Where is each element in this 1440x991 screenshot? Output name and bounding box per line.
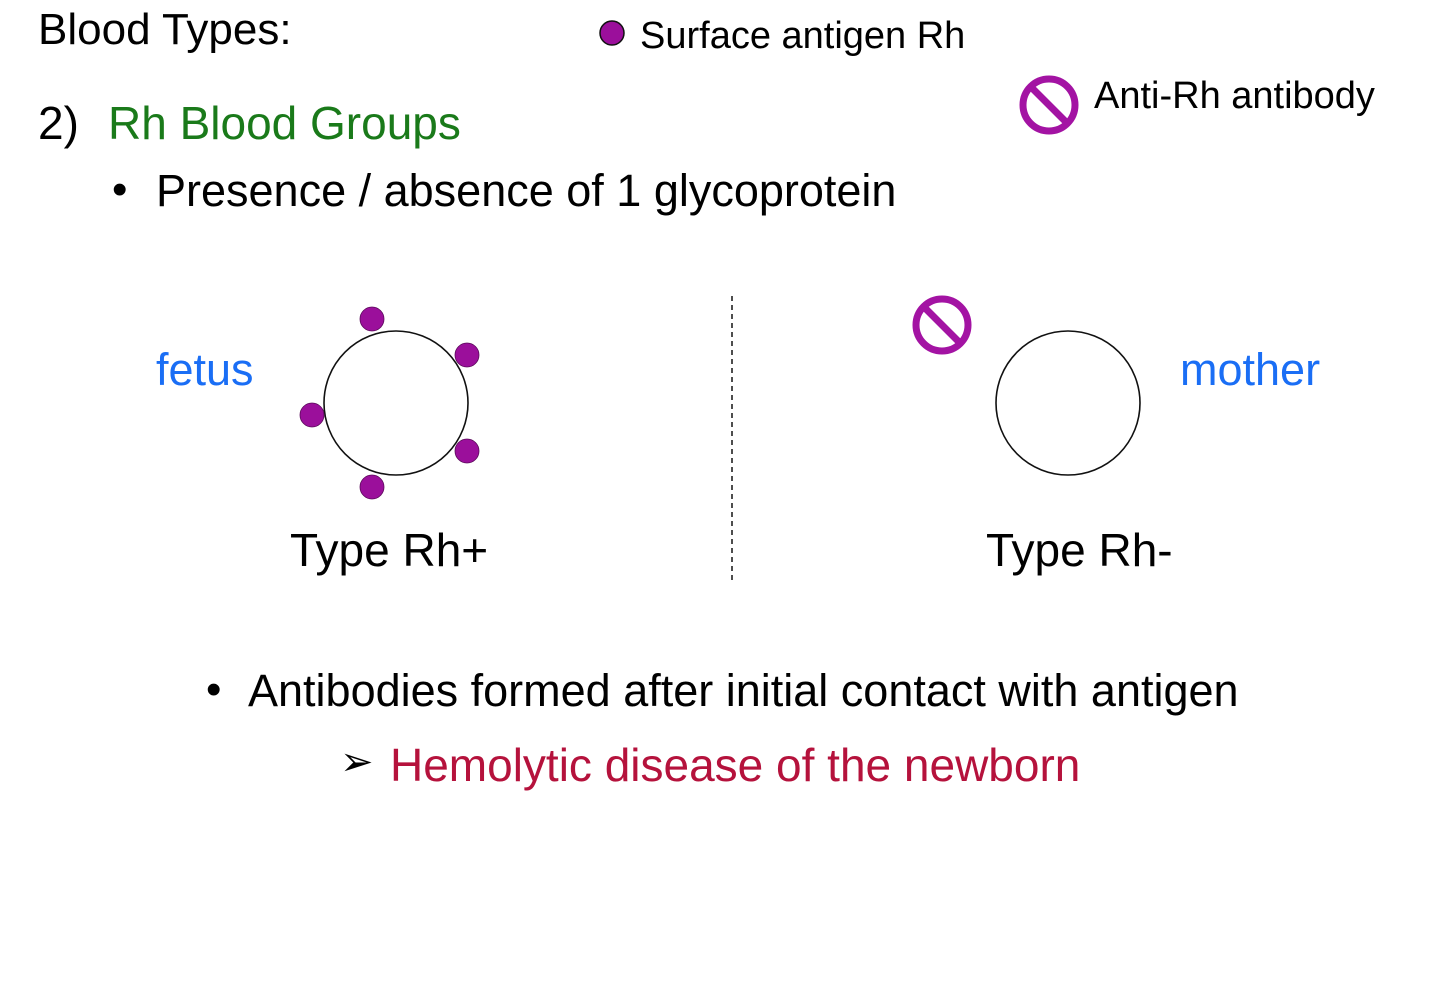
bullet-antibodies: Antibodies formed after initial contact … bbox=[248, 665, 1239, 716]
surface-antigen-icon bbox=[359, 306, 385, 332]
arrowhead-bullet-icon: ➢ bbox=[340, 740, 374, 784]
rh-positive-cell-membrane bbox=[323, 330, 469, 476]
bullet-dot: • bbox=[206, 665, 222, 714]
surface-antigen-icon bbox=[359, 474, 385, 500]
rh-negative-cell bbox=[995, 330, 1141, 476]
fetus-label: fetus bbox=[156, 344, 254, 395]
antigen-dot-icon bbox=[599, 20, 625, 46]
surface-antigen-icon bbox=[454, 438, 480, 464]
section-number: 2) bbox=[38, 97, 79, 149]
slide-title: Blood Types: bbox=[38, 5, 292, 54]
rh-negative-caption: Type Rh- bbox=[986, 524, 1173, 576]
prohibition-ring bbox=[1019, 75, 1079, 135]
bullet-dot: • bbox=[112, 165, 128, 214]
prohibition-slash bbox=[1028, 84, 1070, 126]
rh-positive-caption: Type Rh+ bbox=[290, 524, 489, 576]
rh-negative-cell-membrane bbox=[995, 330, 1141, 476]
anti-rh-antibody-icon bbox=[912, 295, 972, 355]
prohibition-ring bbox=[912, 295, 972, 355]
antigen-legend-label: Surface antigen Rh bbox=[640, 15, 966, 57]
sub-bullet-hemolytic-disease: Hemolytic disease of the newborn bbox=[390, 739, 1081, 791]
antigen-legend-icon bbox=[599, 20, 625, 46]
surface-antigen-icon bbox=[454, 342, 480, 368]
mother-label: mother bbox=[1180, 344, 1321, 395]
antibody-legend-label: Anti-Rh antibody bbox=[1094, 75, 1375, 117]
bullet-glycoprotein: Presence / absence of 1 glycoprotein bbox=[156, 165, 897, 216]
prohibition-slash bbox=[921, 304, 963, 346]
rh-positive-cell bbox=[299, 306, 480, 500]
section-title: Rh Blood Groups bbox=[108, 97, 461, 149]
antibody-legend-icon bbox=[1019, 75, 1079, 135]
surface-antigen-icon bbox=[299, 402, 325, 428]
